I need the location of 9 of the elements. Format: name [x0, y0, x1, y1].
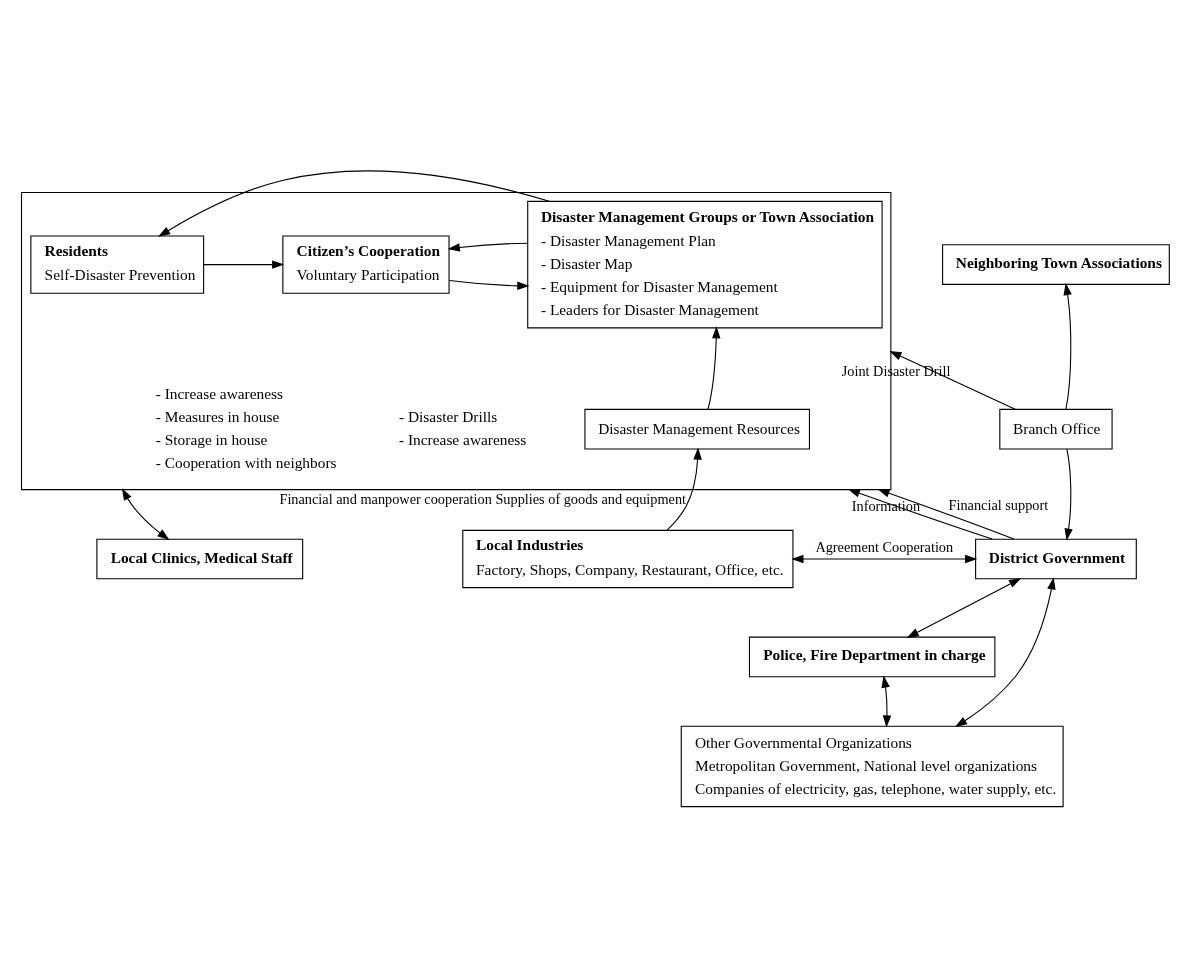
- edge-label: Agreement Cooperation: [815, 538, 954, 555]
- node-label: - Increase awareness: [155, 384, 284, 402]
- node-label: - Measures in house: [155, 407, 280, 425]
- edge-label: Financial support: [948, 496, 1049, 513]
- node-label: - Cooperation with neighbors: [155, 453, 337, 471]
- node-label: - Disaster Drills: [398, 407, 498, 425]
- node-label: - Storage in house: [155, 430, 268, 448]
- edge-label: Financial and manpower cooperation Supplies of goods and equipment: [279, 490, 687, 507]
- node-label: - Increase awareness: [398, 430, 527, 448]
